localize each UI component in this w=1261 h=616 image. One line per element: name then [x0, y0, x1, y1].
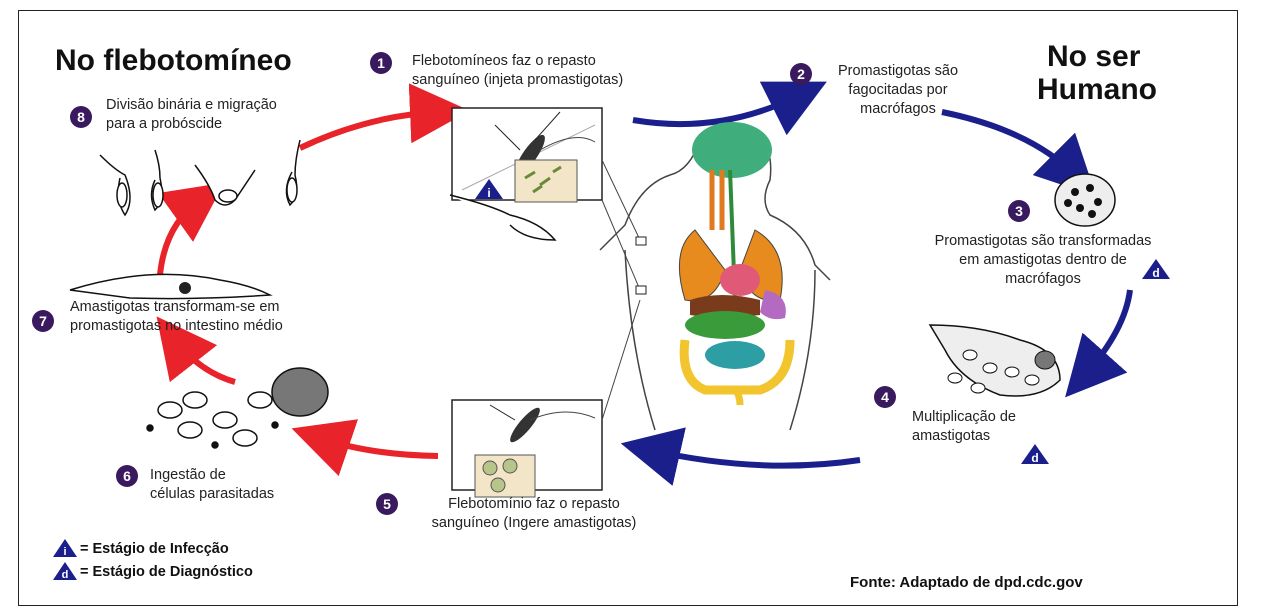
sandfly-ingest-inset — [452, 400, 602, 497]
promastigotes-dividing — [100, 140, 300, 215]
arrow-2-to-3 — [942, 112, 1075, 175]
step-7-badge: 7 — [32, 310, 54, 332]
arrow-1-to-2 — [633, 95, 800, 124]
infection-stage-icon: i — [474, 178, 504, 200]
step-1-badge: 1 — [370, 52, 392, 74]
step-2-badge: 2 — [790, 63, 812, 85]
arrow-6-to-7 — [175, 340, 235, 382]
svg-text:i: i — [63, 546, 66, 558]
source-credit: Fonte: Adaptado de dpd.cdc.gov — [850, 574, 1083, 591]
parasitized-cells — [147, 368, 328, 448]
arrow-4-to-5 — [650, 450, 860, 466]
midgut-cell — [70, 274, 270, 298]
legend-diagnosis-icon: d — [52, 561, 78, 581]
step-4-badge: 4 — [874, 386, 896, 408]
legend-infection-icon: i — [52, 538, 78, 558]
svg-text:d: d — [1031, 451, 1038, 465]
svg-text:d: d — [1152, 266, 1159, 280]
diagnostic-stage-icon: d — [1020, 443, 1050, 465]
legend-diagnosis-label: = Estágio de Diagnóstico — [80, 563, 253, 581]
diagnostic-stage-icon: d — [1141, 258, 1171, 280]
step-8-badge: 8 — [70, 106, 92, 128]
svg-text:i: i — [487, 186, 490, 200]
step-6-badge: 6 — [116, 465, 138, 487]
step-5-badge: 5 — [376, 493, 398, 515]
amastigote-multiplication — [930, 325, 1060, 396]
arrow-8-to-1 — [300, 112, 440, 148]
legend-infection-label: = Estágio de Infecção — [80, 540, 229, 558]
arrow-7-to-8 — [160, 200, 200, 275]
arrow-5-to-6 — [320, 438, 438, 456]
human-body-figure — [600, 122, 830, 430]
macrophage-cell — [1055, 174, 1115, 226]
human-section-title-line1: No ser — [1047, 40, 1140, 74]
human-section-title-line2: Humano — [1037, 73, 1157, 107]
step-3-badge: 3 — [1008, 200, 1030, 222]
svg-text:d: d — [62, 569, 69, 581]
arrow-3-to-4 — [1085, 290, 1130, 375]
vector-section-title: No flebotomíneo — [55, 44, 292, 78]
